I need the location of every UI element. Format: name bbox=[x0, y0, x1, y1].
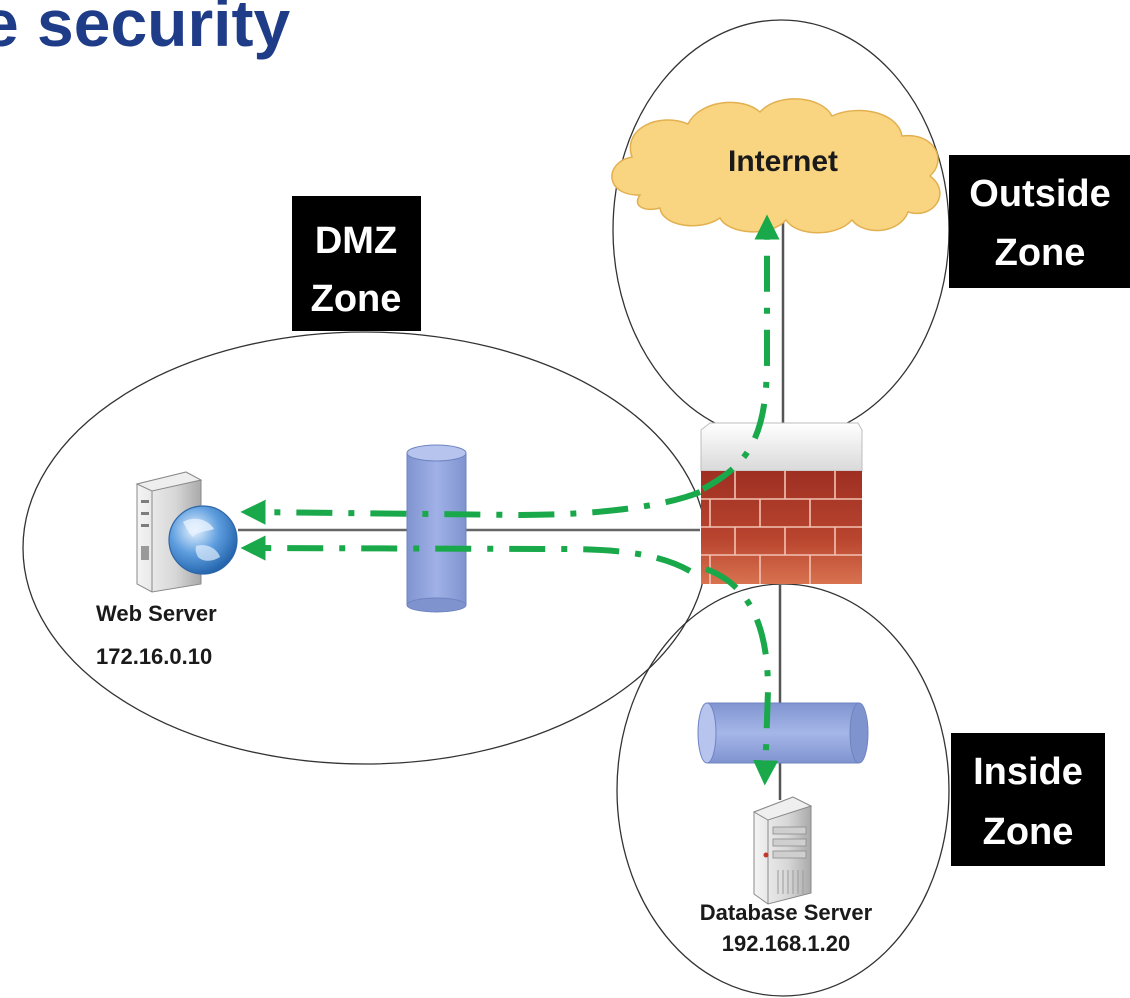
cloud-icon: Internet bbox=[611, 98, 941, 234]
web-server-ip-label: 172.16.0.10 bbox=[96, 644, 212, 669]
flow-arrow-to-internet bbox=[701, 214, 780, 492]
dmz-zone-label-line1: DMZ bbox=[315, 220, 397, 262]
outside-zone-ellipse bbox=[612, 19, 950, 441]
globe-server-icon bbox=[135, 471, 238, 593]
outside-zone-label: Outside Zone bbox=[949, 155, 1130, 288]
flow-arrow-to-database bbox=[704, 566, 779, 786]
dmz-zone-label: DMZ Zone bbox=[292, 196, 421, 331]
page-title: e security bbox=[0, 0, 290, 60]
web-server-name-label: Web Server bbox=[96, 601, 217, 626]
tower-server-icon bbox=[752, 796, 813, 905]
outside-zone-label-line1: Outside bbox=[969, 173, 1110, 215]
dmz-zone-label-line2: Zone bbox=[311, 278, 402, 320]
database-server-name-label: Database Server bbox=[700, 900, 873, 925]
flow-arrow-to-web-server-top bbox=[240, 489, 702, 525]
flow-arrow-to-web-server-bottom bbox=[240, 535, 692, 574]
inside-zone-label-line1: Inside bbox=[973, 751, 1083, 793]
cylinder-icon bbox=[406, 444, 467, 613]
outside-zone-label-line2: Zone bbox=[995, 232, 1086, 274]
inside-zone-label: Inside Zone bbox=[951, 733, 1105, 866]
inside-zone-label-line2: Zone bbox=[983, 811, 1074, 853]
internet-label: Internet bbox=[728, 145, 838, 178]
database-server-ip-label: 192.168.1.20 bbox=[722, 931, 850, 956]
cylinder-icon bbox=[697, 702, 869, 764]
brick-firewall-icon bbox=[700, 422, 863, 584]
